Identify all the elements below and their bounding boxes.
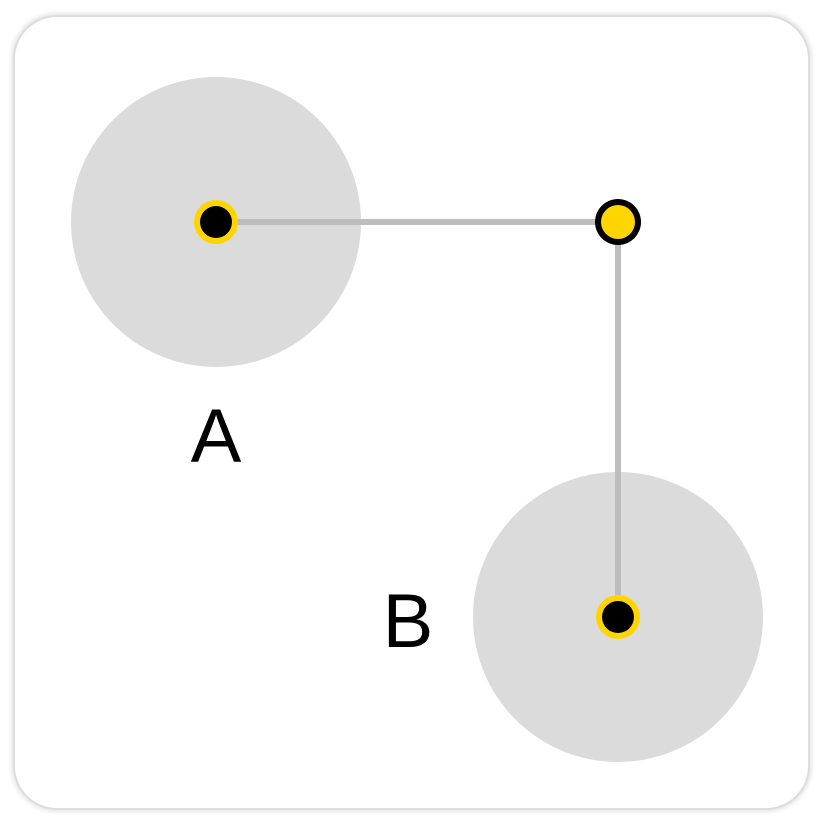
label-a: A: [191, 394, 242, 479]
node-a[interactable]: [194, 200, 238, 244]
node-b[interactable]: [596, 595, 640, 639]
waypoint-node[interactable]: [595, 199, 641, 245]
label-b: B: [383, 579, 434, 664]
